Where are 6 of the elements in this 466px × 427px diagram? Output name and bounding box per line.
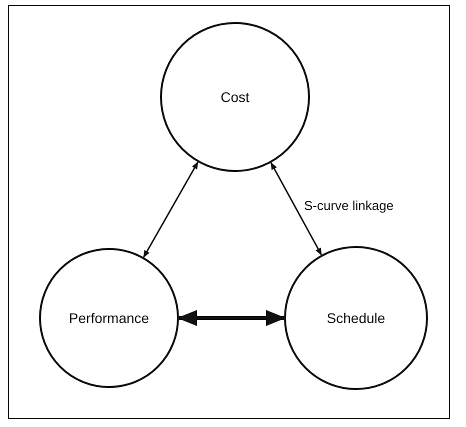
double-arrow: [270, 162, 322, 256]
double-arrow: [177, 310, 286, 326]
node-label: Schedule: [326, 310, 386, 326]
double-arrow: [143, 162, 198, 258]
node-label: Performance: [68, 310, 150, 326]
node-label: Cost: [220, 89, 250, 105]
